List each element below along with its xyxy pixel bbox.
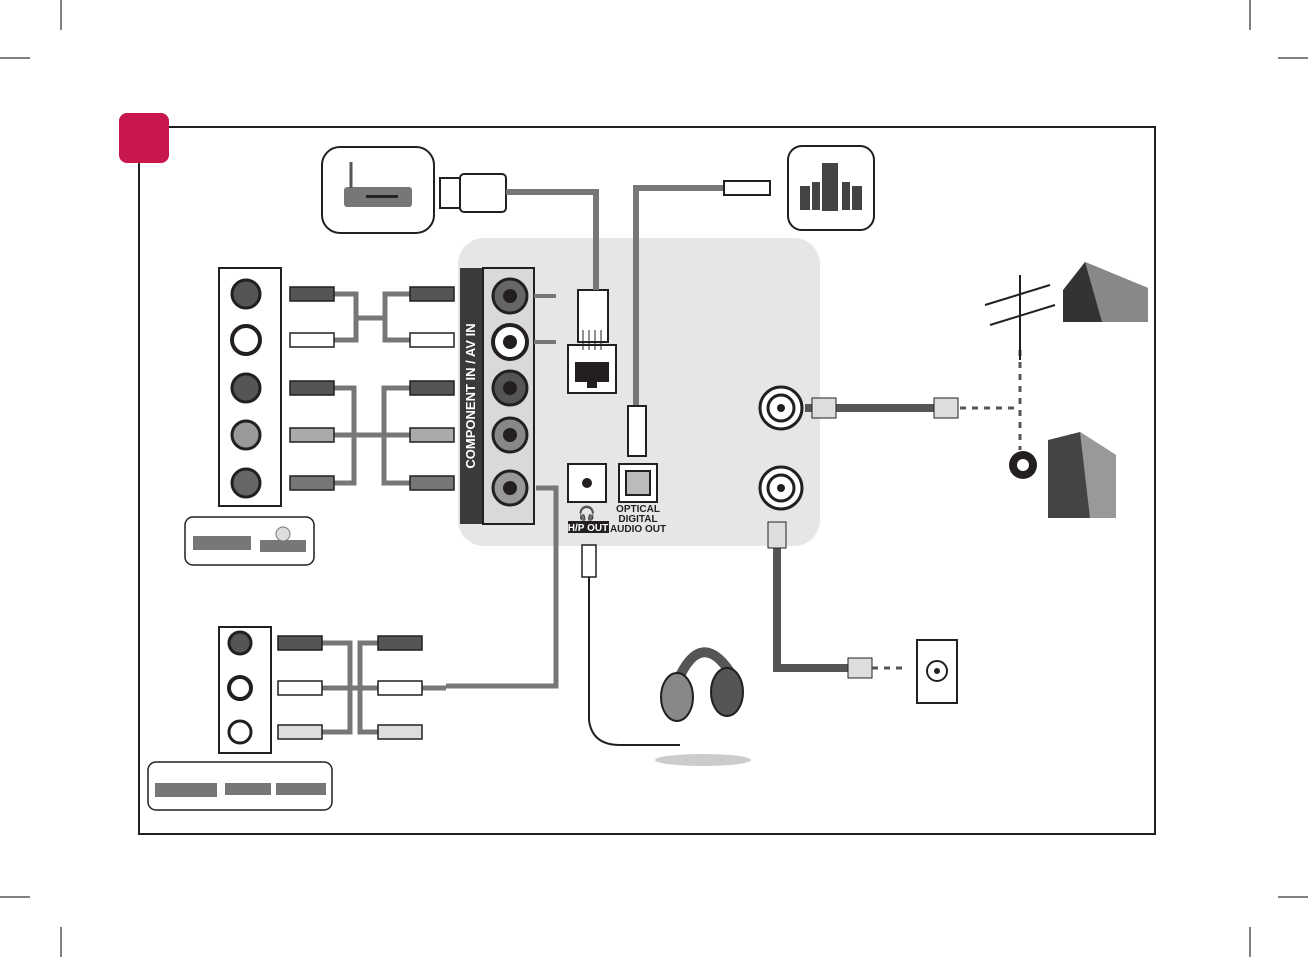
component-in-label: COMPONENT IN / AV IN: [463, 323, 478, 468]
av-device-panel: [219, 627, 271, 753]
headphone-out-jack: 🎧 H/P OUT: [568, 464, 609, 534]
component-av-in-panel: COMPONENT IN / AV IN: [460, 268, 534, 524]
component-rca-cables: [334, 294, 410, 483]
speakers-box: [788, 146, 874, 230]
optical-label-3: AUDIO OUT: [610, 524, 666, 535]
dvd-recorder-icon: [260, 540, 306, 552]
dvd-devices-box: [185, 517, 314, 565]
component-device-panel: [219, 268, 281, 506]
house-icon: [1063, 262, 1148, 322]
lan-cable-plug: [578, 290, 608, 350]
vcr-icon: [276, 783, 326, 795]
headphones-icon: [655, 652, 751, 766]
lan-port: [568, 345, 616, 393]
dvd-player-icon: [193, 536, 251, 550]
section-badge: [119, 113, 169, 163]
headphone-icon-glyph: 🎧: [578, 505, 595, 522]
optical-audio-out-port: OPTICAL DIGITAL AUDIO OUT: [610, 464, 666, 535]
apartment-building-icon: [1048, 432, 1116, 518]
av-devices-box: [148, 762, 332, 810]
antenna-wall-outlet-icon: [917, 640, 957, 703]
rf-cable-rooftop: [805, 350, 1020, 450]
hp-out-label: H/P OUT: [568, 523, 608, 534]
rooftop-antenna-icon: [985, 275, 1055, 360]
dvd-recorder-icon-2: [225, 783, 271, 795]
router-box: [322, 147, 434, 233]
dvd-player-icon-2: [155, 783, 217, 797]
wall-antenna-socket-icon: [1009, 451, 1037, 479]
